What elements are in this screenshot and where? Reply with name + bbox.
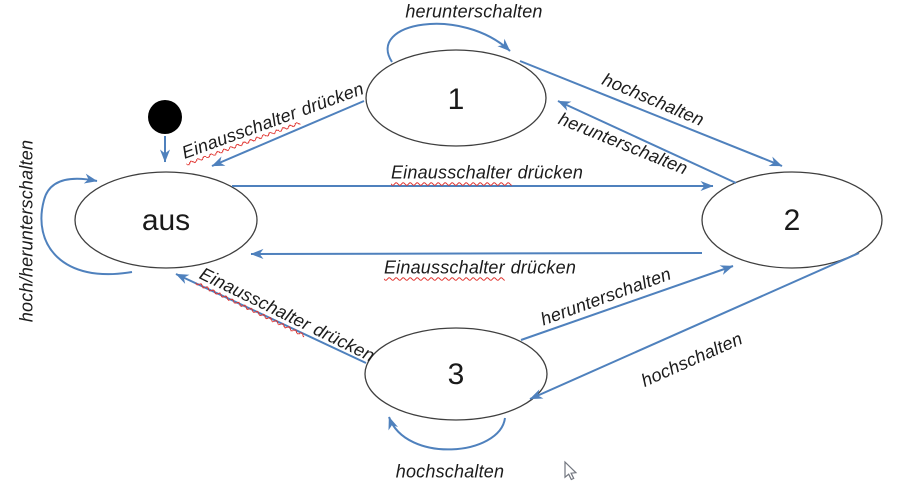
state-1-ellipse	[365, 49, 547, 147]
mouse-cursor-icon	[564, 460, 578, 481]
misspelled-word: Einausschalter	[383, 257, 505, 278]
label-loop-aus-hoch-herunterschalten: hoch/herunterschalten	[16, 139, 37, 323]
label-loop-3-hochschalten: hochschalten	[395, 461, 505, 482]
transition-arrow-2-to-1	[557, 100, 737, 184]
state-3-ellipse	[364, 327, 548, 421]
transition-arrow-1-to-aus	[211, 100, 365, 167]
misspelled-word: Einausschalter	[390, 162, 512, 183]
initial-state-dot	[148, 100, 182, 134]
state-3-label: 3	[447, 358, 465, 391]
transition-arrow-2-to-3	[529, 252, 860, 400]
state-1-label: 1	[447, 83, 465, 116]
label-loop-1-herunterschalten: herunterschalten	[405, 1, 543, 22]
state-aus-label: aus	[141, 204, 191, 237]
state-aus-ellipse	[74, 171, 258, 269]
self-loop-arrow-state-1	[386, 22, 511, 63]
self-loop-arrow-state-3	[388, 416, 506, 451]
transition-arrow-3-to-aus	[175, 273, 367, 364]
state-2-ellipse	[701, 171, 883, 269]
transition-arrow-3-to-2	[520, 265, 734, 341]
state-2-label: 2	[783, 204, 801, 237]
transition-arrow-1-to-2	[519, 60, 783, 167]
transition-arrow-2-to-aus	[250, 248, 703, 260]
label-word: drücken	[510, 257, 577, 278]
self-loop-arrow-state-aus	[40, 173, 133, 276]
label-word: drücken	[517, 162, 584, 183]
